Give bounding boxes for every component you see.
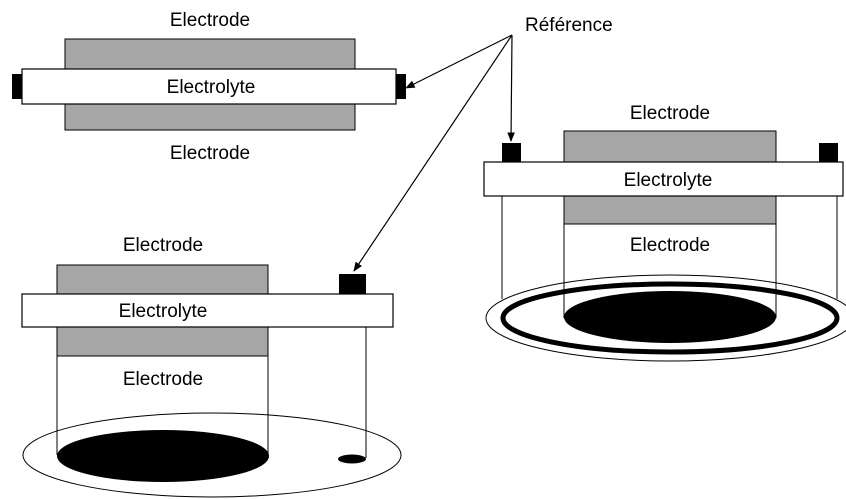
reference-electrode-left	[12, 74, 22, 99]
top-electrode-label: Electrode	[170, 10, 250, 31]
bottom-electrode-label: Electrode	[170, 143, 250, 164]
bottom-electrode	[64, 99, 356, 131]
bottom-electrode-label: Electrode	[630, 235, 710, 256]
top-electrode	[563, 130, 777, 164]
reference-label: Référence	[525, 15, 613, 36]
contact-ring	[500, 281, 840, 355]
base-electrode-disc	[564, 291, 776, 343]
reference-electrode-right	[396, 74, 406, 99]
reference-electrode-left	[502, 143, 521, 162]
top-electrode-label: Electrode	[630, 103, 710, 124]
reference-callout: Référence	[353, 15, 613, 272]
reference-arrow-top-left	[405, 34, 513, 89]
electrolyte-label: Electrolyte	[119, 301, 208, 322]
electrolyte-label: Electrolyte	[167, 77, 256, 98]
electrolyte-label: Electrolyte	[624, 170, 713, 191]
config-bottom-left: Electrode Electrolyte Electrode	[21, 235, 402, 498]
electrolyte-layer	[483, 161, 844, 197]
bottom-electrode	[56, 324, 269, 357]
config-right: Electrode Electrolyte Electrode	[483, 103, 846, 362]
config-top-left: Electrode Electrolyte Electrode	[12, 10, 406, 164]
reference-electrode-right	[819, 143, 838, 162]
top-electrode	[56, 264, 269, 296]
electrolyte-layer	[21, 293, 394, 328]
base-electrode-disc	[57, 430, 269, 482]
reference-arrow-bottom-left	[353, 34, 513, 272]
reference-contact-spot	[338, 454, 366, 464]
top-electrode-label: Electrode	[123, 235, 203, 256]
bottom-electrode	[563, 193, 777, 225]
bottom-electrode-label: Electrode	[123, 369, 203, 390]
reference-arrow-right	[507, 34, 515, 142]
electrolyte-layer	[21, 68, 397, 105]
top-electrode	[64, 38, 356, 71]
reference-electrode	[339, 274, 366, 294]
